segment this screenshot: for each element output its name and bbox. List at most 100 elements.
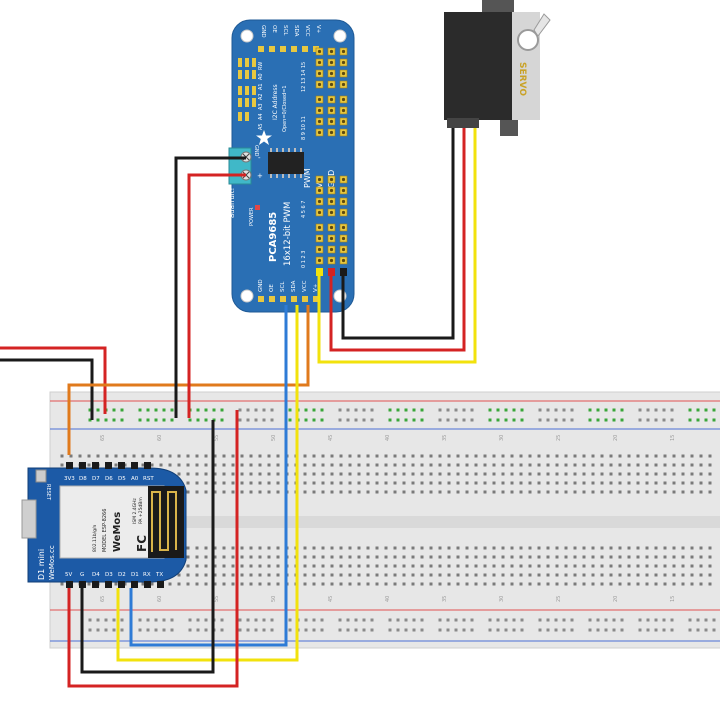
breadboard-hole	[186, 582, 190, 586]
rail-hole	[254, 618, 258, 622]
breadboard-hole	[555, 490, 559, 494]
breadboard-hole	[393, 481, 397, 485]
rail-hole	[170, 408, 174, 412]
breadboard-hole	[609, 463, 613, 467]
pin-hole	[329, 60, 334, 65]
rail-hole	[454, 628, 458, 632]
rail-hole	[654, 418, 658, 422]
rail-hole	[470, 408, 474, 412]
breadboard-hole	[492, 564, 496, 568]
wemos-pin-label: D2	[118, 572, 126, 578]
pwm-header-label: PWM	[303, 168, 312, 188]
rail-hole	[420, 618, 424, 622]
reset-button[interactable]	[35, 469, 47, 483]
rail-hole	[188, 418, 192, 422]
breadboard-hole	[627, 490, 631, 494]
breadboard-hole	[195, 555, 199, 559]
rail-hole	[388, 628, 392, 632]
breadboard-hole	[447, 490, 451, 494]
breadboard-hole	[681, 573, 685, 577]
rail-hole	[688, 418, 692, 422]
breadboard-hole	[258, 490, 262, 494]
breadboard-hole	[591, 546, 595, 550]
pin-hole	[317, 60, 322, 65]
breadboard-hole	[222, 490, 226, 494]
breadboard-hole	[141, 454, 145, 458]
column-number: 40	[385, 435, 391, 441]
breadboard-hole	[609, 490, 613, 494]
column-number: 40	[385, 596, 391, 602]
rail-hole	[554, 628, 558, 632]
breadboard-hole	[303, 555, 307, 559]
breadboard-hole	[573, 564, 577, 568]
breadboard-hole	[537, 463, 541, 467]
breadboard-hole	[528, 454, 532, 458]
reset-label: RESET	[45, 484, 51, 501]
rail-hole	[704, 418, 708, 422]
rail-hole	[170, 628, 174, 632]
esp-antenna-area	[148, 486, 184, 558]
breadboard-hole	[186, 481, 190, 485]
breadboard-hole	[231, 573, 235, 577]
breadboard-hole	[690, 463, 694, 467]
breadboard-hole	[492, 573, 496, 577]
breadboard-hole	[420, 481, 424, 485]
breadboard-hole	[330, 490, 334, 494]
rail-hole	[220, 408, 224, 412]
breadboard-hole	[591, 564, 595, 568]
esp-model: MODEL ESP-8266	[102, 509, 108, 552]
breadboard-hole	[339, 555, 343, 559]
breadboard-hole	[240, 490, 244, 494]
breadboard-hole	[276, 546, 280, 550]
rail-hole	[354, 628, 358, 632]
breadboard-hole	[582, 454, 586, 458]
rail-hole	[270, 618, 274, 622]
rail-hole	[446, 618, 450, 622]
breadboard-hole	[267, 546, 271, 550]
rail-hole	[112, 618, 116, 622]
breadboard-hole	[330, 564, 334, 568]
rail-hole	[654, 618, 658, 622]
rail-hole	[504, 628, 508, 632]
rail-hole	[462, 408, 466, 412]
rail-hole	[604, 628, 608, 632]
rail-hole	[96, 618, 100, 622]
breadboard-hole	[645, 472, 649, 476]
pin-hole	[317, 49, 322, 54]
breadboard-hole	[366, 490, 370, 494]
breadboard-hole	[447, 454, 451, 458]
rail-hole	[312, 418, 316, 422]
rail-hole	[188, 618, 192, 622]
rail-hole	[396, 628, 400, 632]
breadboard-hole	[429, 573, 433, 577]
breadboard-hole	[249, 463, 253, 467]
breadboard-hole	[186, 472, 190, 476]
addr-pin-label: A1	[258, 83, 264, 90]
breadboard-hole	[546, 454, 550, 458]
breadboard-hole	[600, 564, 604, 568]
rail-hole	[662, 628, 666, 632]
rail-hole	[604, 418, 608, 422]
breadboard-hole	[429, 454, 433, 458]
pin-hole	[341, 119, 346, 124]
breadboard-hole	[690, 454, 694, 458]
column-number: 45	[328, 435, 334, 441]
breadboard-hole	[699, 454, 703, 458]
addr-labels: A5 A4 A3 A2 A1 A0 RW	[258, 62, 264, 130]
breadboard-hole	[258, 546, 262, 550]
breadboard-hole	[429, 582, 433, 586]
wire-red-servo	[329, 128, 466, 352]
pin-hole	[341, 108, 346, 113]
breadboard-hole	[537, 582, 541, 586]
pca-bottom-pin-label: SDA	[291, 280, 297, 292]
breadboard-hole	[618, 546, 622, 550]
breadboard-hole	[339, 490, 343, 494]
rail-hole	[88, 408, 92, 412]
breadboard-hole	[609, 573, 613, 577]
breadboard-hole	[114, 463, 118, 467]
breadboard-hole	[402, 481, 406, 485]
rail-hole	[554, 418, 558, 422]
breadboard-hole	[348, 490, 352, 494]
servo-plug-pin	[340, 268, 347, 276]
column-number: 15	[670, 596, 676, 602]
